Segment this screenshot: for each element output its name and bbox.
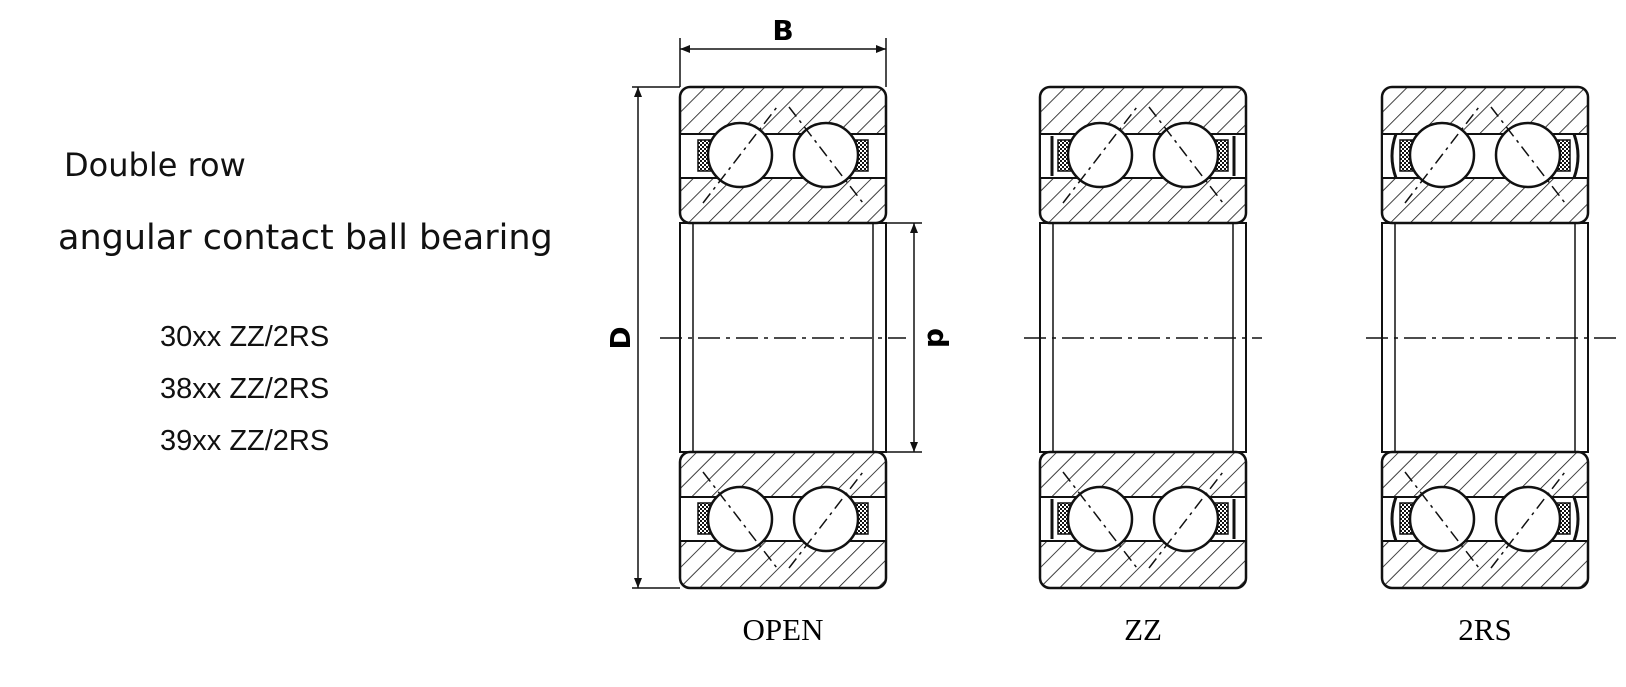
upper-ring-section: [1038, 85, 1248, 225]
upper-ring-section: [678, 85, 888, 225]
dimension-d-bore: d: [886, 222, 954, 453]
dimension-d-outer-label: D: [604, 326, 637, 349]
lower-ring-section: [1380, 450, 1590, 590]
rubber-seal-icon: [1390, 496, 1398, 542]
dimension-b: B: [679, 14, 887, 87]
title-line-2: angular contact ball bearing: [58, 218, 553, 258]
series-label-38xx: 38xx ZZ/2RS: [160, 373, 330, 405]
bearing-2rs-variant: [1366, 85, 1616, 590]
dimension-d-outer: D: [604, 86, 680, 589]
dimension-b-label: B: [772, 14, 793, 47]
bearing-open-variant: [660, 85, 906, 590]
lower-ring-section: [1038, 450, 1248, 590]
lower-ring-section: [678, 450, 888, 590]
caption-2rs: 2RS: [1458, 612, 1511, 647]
rubber-seal-icon: [1390, 133, 1398, 179]
dimension-d-bore-label: d: [921, 328, 954, 348]
title-line-1: Double row: [64, 146, 246, 184]
caption-zz: ZZ: [1124, 612, 1162, 647]
series-label-39xx: 39xx ZZ/2RS: [160, 425, 330, 457]
rubber-seal-icon: [1572, 496, 1580, 542]
caption-open: OPEN: [743, 612, 824, 647]
bearing-zz-variant: [1024, 85, 1262, 590]
series-label-30xx: 30xx ZZ/2RS: [160, 321, 330, 353]
upper-ring-section: [1380, 85, 1590, 225]
rubber-seal-icon: [1572, 133, 1580, 179]
